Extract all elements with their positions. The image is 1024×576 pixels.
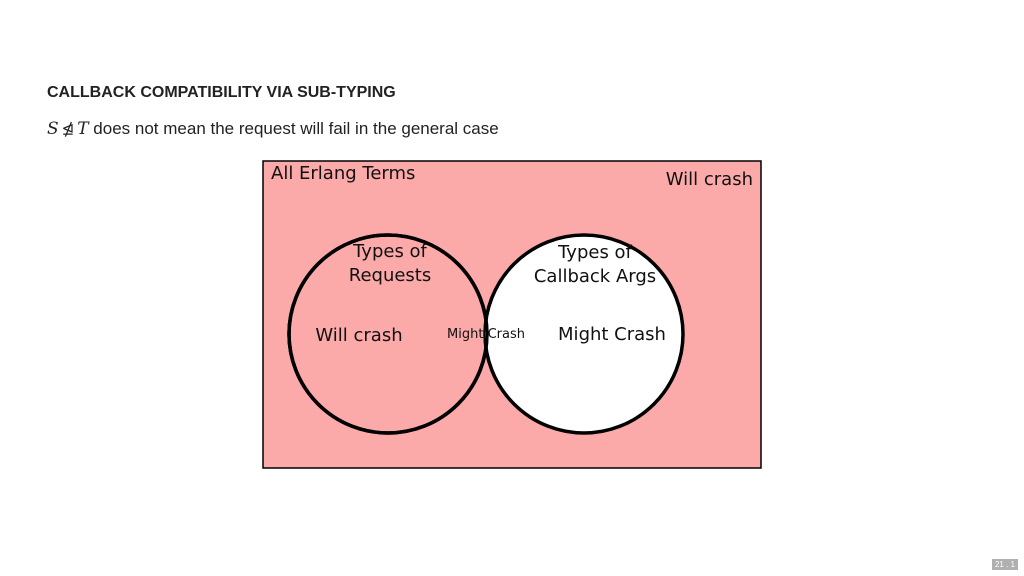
left-set-label-line2: Requests <box>349 265 432 286</box>
universe-label: All Erlang Terms <box>271 163 415 184</box>
right-set-might-crash-label: Might Crash <box>558 324 666 345</box>
slide-subtitle: S⋬T does not mean the request will fail … <box>47 119 499 139</box>
left-set-outline <box>287 233 489 435</box>
math-var-t: T <box>77 119 89 139</box>
subtitle-text: does not mean the request will fail in t… <box>88 119 499 138</box>
left-set-label-line1: Types of <box>352 241 427 262</box>
page-number: 21 . 1 <box>991 559 1018 570</box>
intersection-label: Might Crash <box>447 327 525 342</box>
math-var-s: S <box>47 119 59 139</box>
not-subtype-relation: ⋬ <box>61 120 75 138</box>
right-set-label-line1: Types of <box>557 242 632 263</box>
left-set-crash-label: Will crash <box>315 325 402 346</box>
slide-title: CALLBACK COMPATIBILITY VIA SUB-TYPING <box>47 84 396 101</box>
right-set-label-line2: Callback Args <box>534 266 656 287</box>
universe-crash-label: Will crash <box>666 169 753 190</box>
